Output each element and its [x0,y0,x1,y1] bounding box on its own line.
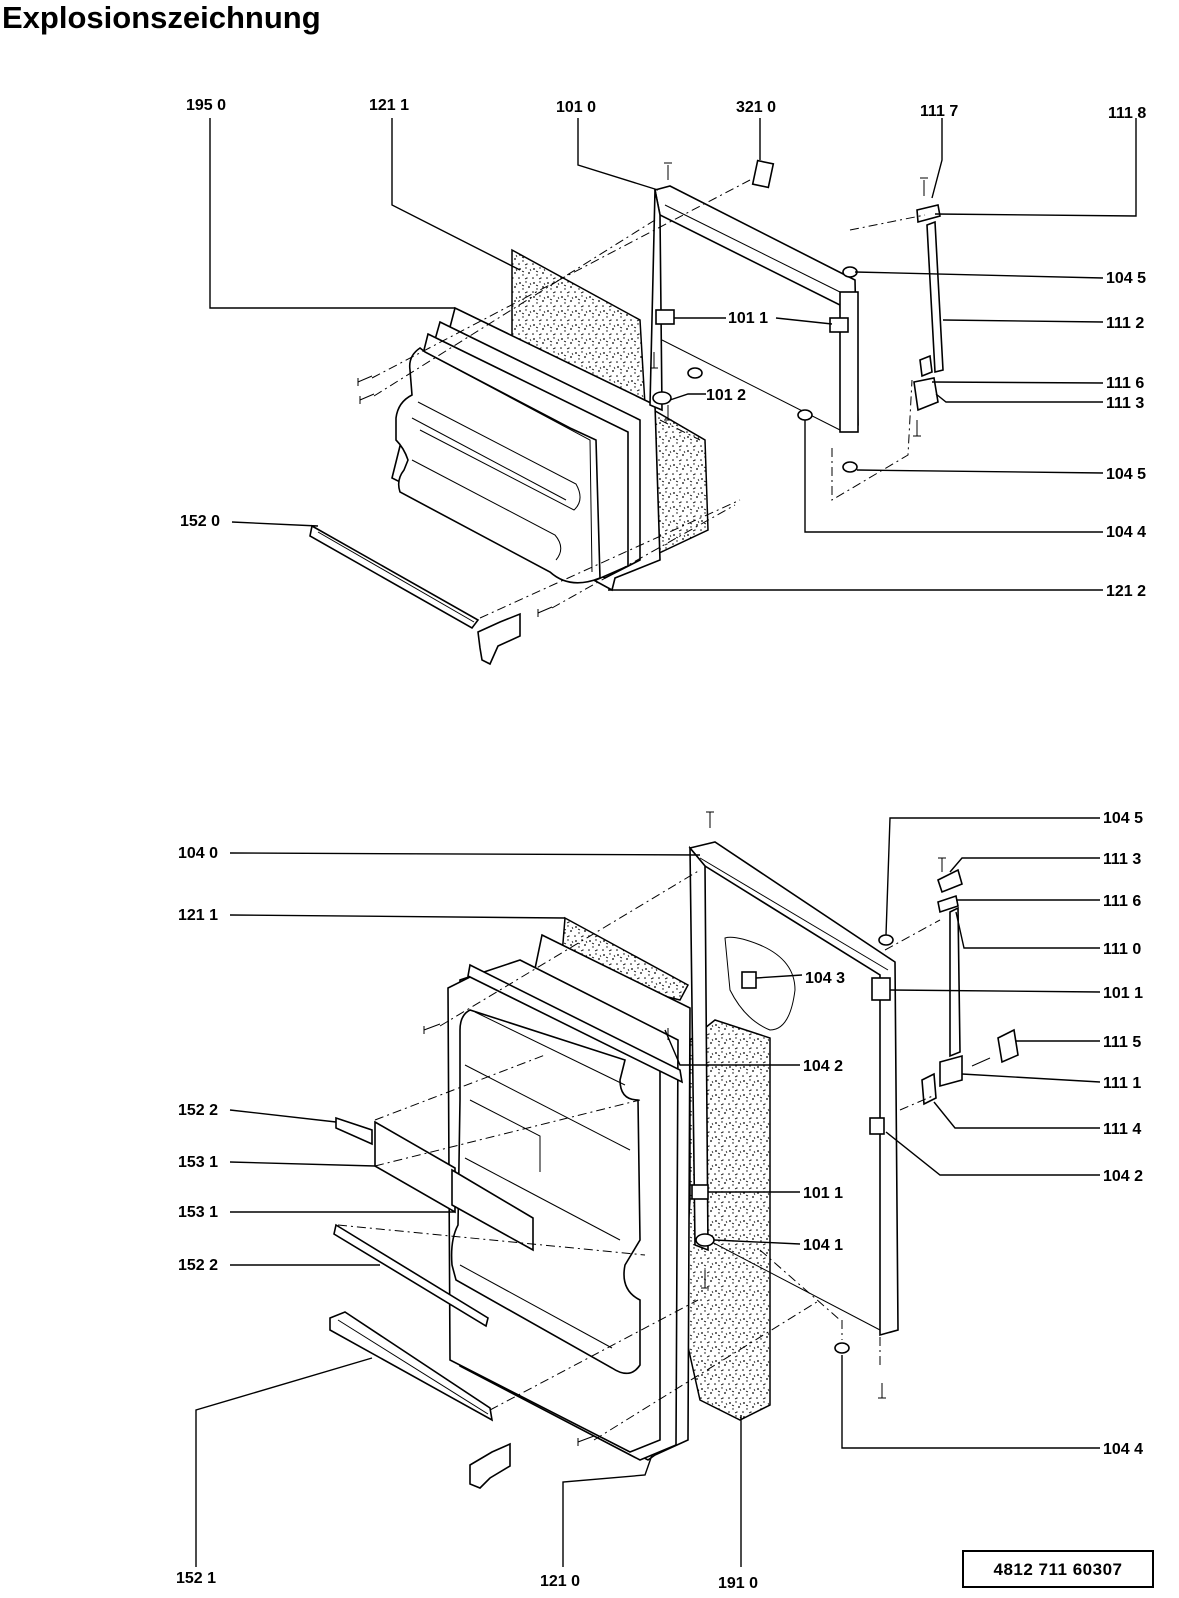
label-111-2: 111 2 [1106,315,1144,332]
upper-exploded-view: 195 0 121 1 101 0 321 0 111 7 111 8 104 … [180,97,1146,666]
lower-part-104-1 [695,1233,715,1247]
page-title: Explosionszeichnung [2,0,321,35]
label-104-1: 104 1 [803,1237,843,1254]
label-152-2-a: 152 2 [178,1102,218,1119]
label-121-0: 121 0 [540,1573,580,1590]
lower-door-bin-153-1-a [374,1120,456,1214]
label-104-5-a: 104 5 [1106,270,1146,287]
upper-bottom-bracket [477,612,521,666]
lower-bushing-104-5 [878,934,894,946]
label-111-5: 111 5 [1103,1034,1141,1051]
label-111-8: 111 8 [1108,105,1146,122]
lower-bottom-bracket [469,1442,511,1489]
label-101-0: 101 0 [556,99,596,116]
label-152-0: 152 0 [180,513,220,530]
upper-frame-right-post [839,291,859,433]
label-104-5: 104 5 [1103,810,1143,827]
label-111-1: 111 1 [1103,1075,1141,1092]
upper-part-321-0 [751,159,775,189]
label-121-1: 121 1 [178,907,218,924]
label-153-1-b: 153 1 [178,1204,218,1221]
upper-box-frame [654,185,859,432]
label-121-1: 121 1 [369,97,409,114]
label-104-0: 104 0 [178,845,218,862]
lower-cabinet-frame [688,841,899,1337]
label-101-1-bottom: 101 1 [803,1185,843,1202]
label-111-7: 111 7 [920,103,958,120]
label-111-0: 111 0 [1103,941,1141,958]
upper-door-liner [395,347,601,584]
label-101-1: 101 1 [728,310,768,327]
lower-hinge-111-5 [997,1028,1019,1064]
document-number: 4812 711 60307 [993,1560,1123,1579]
lower-screws [423,811,991,1446]
upper-leader-lines [209,118,1137,591]
lower-hinge-111-4 [921,1072,937,1106]
lower-hinge-101-1 [871,977,891,1001]
label-152-2-b: 152 2 [178,1257,218,1274]
document-number-box: 4812 711 60307 [962,1550,1154,1588]
upper-hinge-101-1-right [829,317,849,333]
lower-hinge-101-1-bottom [691,1184,709,1200]
lower-part-104-2-right [869,1117,885,1135]
lower-hinge-pin-111-0 [949,906,961,1058]
upper-bushing-104-5-bottom [842,461,858,473]
lower-shelf-bar-152-2-top [335,1116,373,1146]
lower-leader-lines [195,817,1101,1567]
label-111-4: 111 4 [1103,1121,1141,1138]
label-111-6: 111 6 [1106,375,1144,392]
label-104-4: 104 4 [1103,1441,1143,1458]
label-111-3: 111 3 [1103,851,1141,868]
label-152-1: 152 1 [176,1570,216,1587]
lower-door-liner [450,1009,641,1375]
upper-alignment-lines [371,179,926,619]
label-195-0: 195 0 [186,97,226,114]
label-191-0: 191 0 [718,1575,758,1592]
lower-labels: 104 5 104 0 111 3 121 1 111 6 111 0 104 … [176,810,1143,1592]
upper-door-shelf-bar [309,524,480,630]
upper-labels: 195 0 121 1 101 0 321 0 111 7 111 8 104 … [180,97,1146,600]
lower-part-104-3 [741,971,757,989]
label-104-5-b: 104 5 [1106,466,1146,483]
label-104-2: 104 2 [803,1058,843,1075]
lower-alignment-lines [337,869,941,1441]
upper-screws [357,162,928,617]
label-111-6: 111 6 [1103,893,1141,910]
label-101-1-right: 101 1 [1103,985,1143,1002]
label-121-2: 121 2 [1106,583,1146,600]
label-104-4: 104 4 [1106,524,1146,541]
label-111-3: 111 3 [1106,395,1144,412]
upper-hinge-101-1-left [655,309,675,325]
upper-hinge-101-2 [652,391,672,405]
lower-door-bin-153-1-b [451,1168,534,1252]
upper-bushing-104-5-top [842,266,858,278]
label-321-0: 321 0 [736,99,776,116]
lower-exploded-view: 104 5 104 0 111 3 121 1 111 6 111 0 104 … [176,810,1143,1592]
label-104-2-right: 104 2 [1103,1168,1143,1185]
upper-hinge-pin-111-2 [926,220,944,374]
label-153-1-a: 153 1 [178,1154,218,1171]
lower-hinge-111-1 [939,1054,963,1088]
lower-bushing-104-4 [834,1342,850,1354]
label-104-3: 104 3 [805,970,845,987]
lower-shelf-bar-152-2 [333,1223,489,1328]
label-101-2: 101 2 [706,387,746,404]
